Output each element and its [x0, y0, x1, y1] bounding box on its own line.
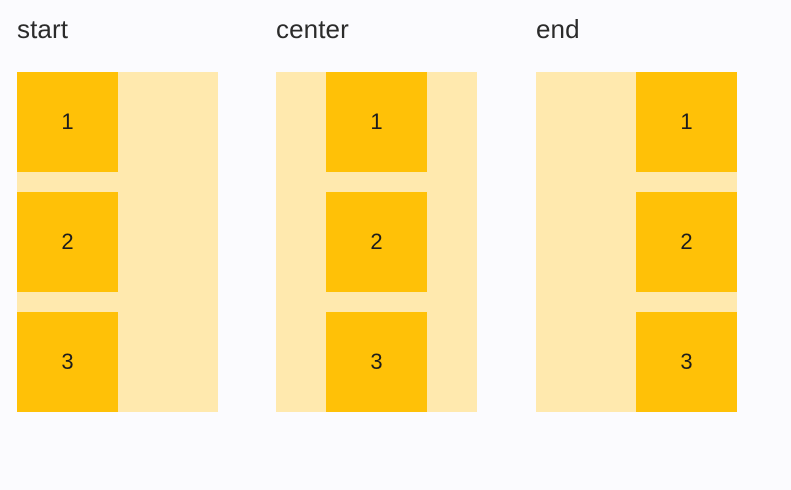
flex-item: 3 [17, 312, 118, 412]
align-container-end: 1 2 3 [536, 72, 737, 412]
flex-item-label: 2 [680, 229, 693, 254]
flex-item-label: 3 [680, 349, 693, 374]
flex-item-label: 1 [61, 109, 74, 134]
flex-item: 2 [636, 192, 737, 292]
flex-item: 1 [17, 72, 118, 172]
column-label-center: center [276, 14, 349, 44]
column-label-end: end [536, 14, 580, 44]
column-label-start: start [17, 14, 69, 44]
flex-item: 1 [326, 72, 427, 172]
flex-item: 3 [636, 312, 737, 412]
flex-item-label: 3 [61, 349, 74, 374]
flex-item: 1 [636, 72, 737, 172]
align-container-center: 1 2 3 [276, 72, 477, 412]
flex-item: 2 [17, 192, 118, 292]
flex-item-label: 2 [370, 229, 383, 254]
flex-item: 2 [326, 192, 427, 292]
flex-item: 3 [326, 312, 427, 412]
align-container-start: 1 2 3 [17, 72, 218, 412]
flex-item-label: 3 [370, 349, 383, 374]
flex-item-label: 1 [370, 109, 383, 134]
flex-item-label: 1 [680, 109, 693, 134]
flex-item-label: 2 [61, 229, 74, 254]
